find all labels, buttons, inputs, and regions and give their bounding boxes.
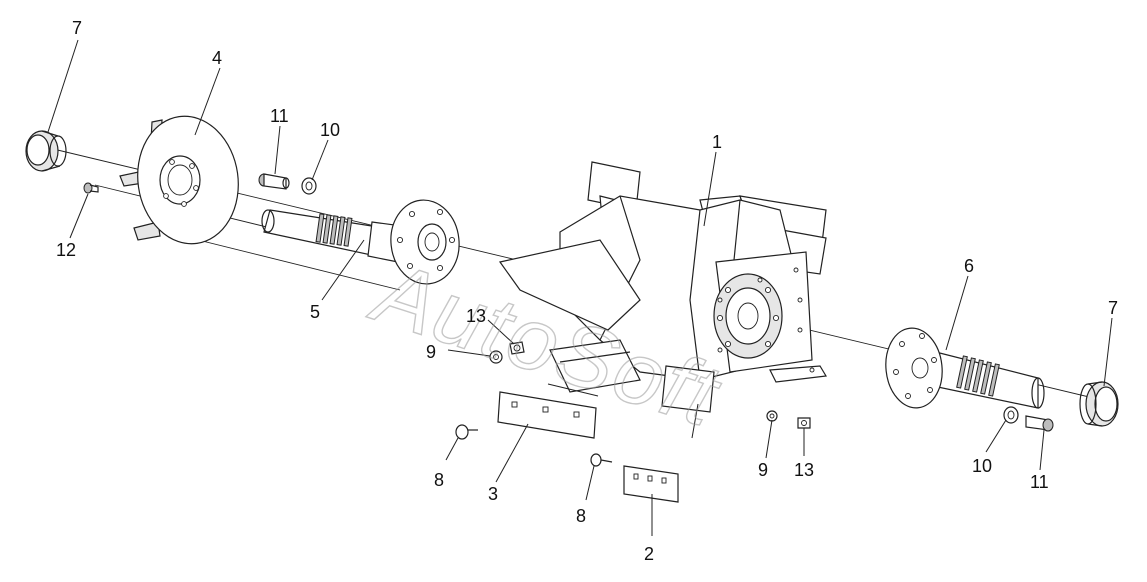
callout-10-right: 10 <box>972 456 992 476</box>
callout-4: 4 <box>212 48 222 68</box>
callout-1: 1 <box>712 132 722 152</box>
nut-13-left <box>509 341 525 355</box>
disc-with-fins <box>119 115 239 245</box>
bolt-8-left <box>455 424 478 440</box>
washer-9-right <box>766 410 778 422</box>
callout-2: 2 <box>644 544 654 564</box>
callout-6: 6 <box>964 256 974 276</box>
callout-5: 5 <box>310 302 320 322</box>
callout-13-right: 13 <box>794 460 814 480</box>
bushing-right <box>1079 381 1119 427</box>
knife-plate-2 <box>623 465 679 503</box>
callout-9-right: 9 <box>758 460 768 480</box>
washer-10-right <box>1003 406 1019 424</box>
knife-plate-3 <box>497 391 597 439</box>
leader-lines <box>47 39 1113 536</box>
shaft-left <box>261 199 460 285</box>
callout-3: 3 <box>488 484 498 504</box>
washer-10-top <box>301 177 317 195</box>
callout-7-left: 7 <box>72 18 82 38</box>
bolt-8-lower <box>590 453 613 467</box>
bushing-left <box>25 130 67 172</box>
washer-9-left <box>489 350 503 364</box>
bolt-11-right <box>1025 415 1054 432</box>
small-bolt-12 <box>83 182 99 194</box>
callout-13-left: 13 <box>466 306 486 326</box>
callout-labels: 7 4 11 10 12 5 1 6 7 13 9 8 3 8 2 9 13 1… <box>56 18 1118 564</box>
callout-10-top: 10 <box>320 120 340 140</box>
callout-9-left: 9 <box>426 342 436 362</box>
callout-12: 12 <box>56 240 76 260</box>
shaft-right <box>885 327 1045 409</box>
bolt-11-top <box>258 173 290 190</box>
callout-11-top: 11 <box>270 106 289 126</box>
rotor-frame <box>498 161 827 413</box>
callout-8-lower: 8 <box>576 506 586 526</box>
callout-8-left: 8 <box>434 470 444 490</box>
callout-11-right: 11 <box>1030 472 1049 492</box>
nut-13-right <box>797 417 811 429</box>
callout-7-right: 7 <box>1108 298 1118 318</box>
